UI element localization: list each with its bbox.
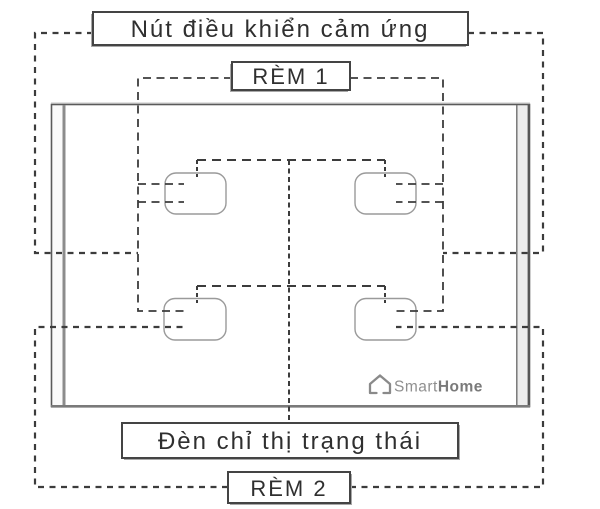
label-curtain-1: RÈM 1: [230, 61, 351, 92]
label-touch-buttons: Nút điều khiển cảm ứng: [91, 11, 469, 47]
logo-text: SmartHome: [394, 379, 483, 396]
touch-button-top-left: [164, 172, 227, 215]
touch-button-top-right: [354, 172, 417, 215]
connector-touch-label-left: [33, 31, 138, 255]
house-icon: [368, 374, 392, 395]
label-status-led: Đèn chỉ thị trạng thái: [121, 422, 460, 460]
smarthome-logo: SmartHome: [368, 374, 483, 396]
connector-rem2-right: [350, 325, 545, 489]
panel-right-strip: [517, 105, 529, 406]
touch-panel: [50, 102, 531, 408]
label-curtain-2-text: RÈM 2: [250, 476, 327, 501]
panel-left-strip: [52, 105, 63, 406]
panel-outline: [50, 103, 531, 408]
label-curtain-1-text: RÈM 1: [252, 64, 329, 89]
touch-button-bottom-left: [163, 297, 227, 341]
connector-rem1-left: [137, 77, 232, 312]
logo-text-home: Home: [438, 379, 483, 396]
connector-rem2-left: [33, 325, 228, 489]
label-curtain-1-box: [231, 61, 351, 91]
label-status-led-box: [121, 422, 459, 459]
logo-text-smart: Smart: [394, 379, 438, 396]
label-status-led-text: Đèn chỉ thị trạng thái: [158, 428, 422, 455]
touch-button-bottom-right: [354, 297, 417, 341]
label-curtain-2-box: [227, 471, 351, 504]
label-curtain-2: RÈM 2: [227, 471, 352, 505]
connector-rem1-right: [350, 77, 444, 312]
connector-touch-label-right: [443, 31, 545, 255]
label-touch-buttons-text: Nút điều khiển cảm ứng: [131, 16, 430, 43]
label-touch-buttons-box: [92, 11, 469, 46]
